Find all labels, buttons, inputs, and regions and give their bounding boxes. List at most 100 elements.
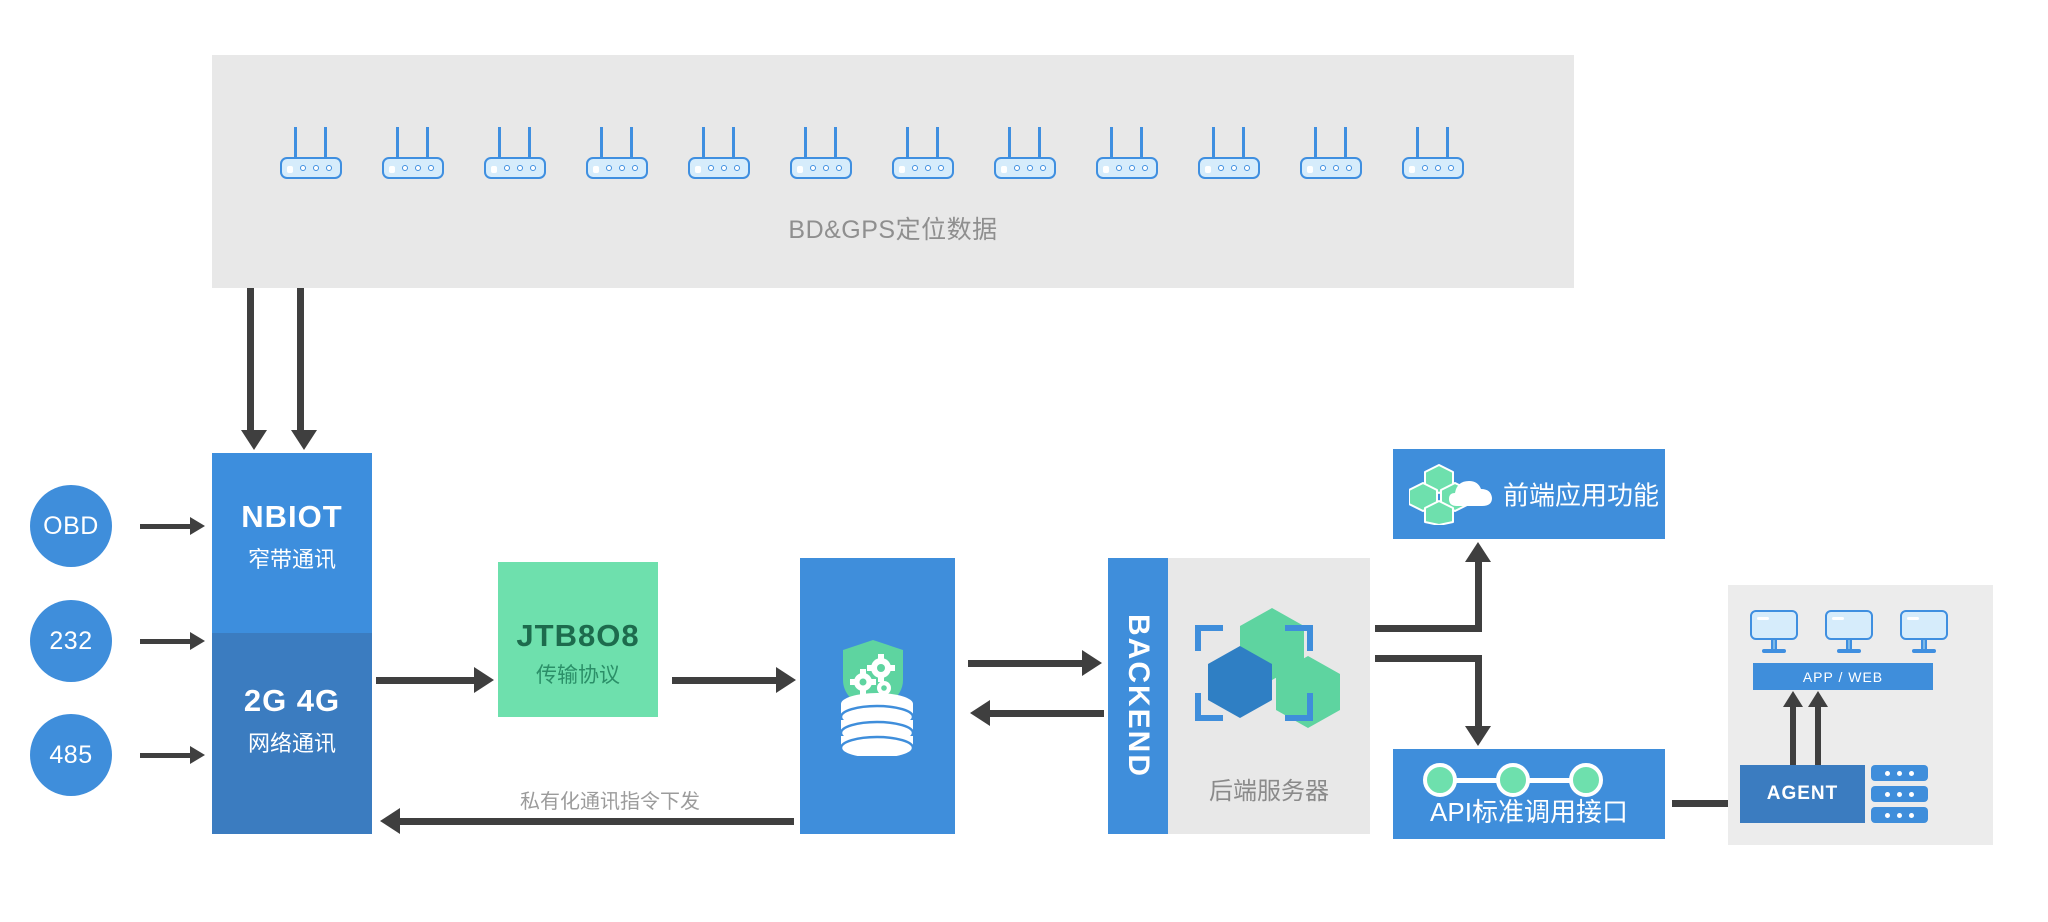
arrow-head-right — [190, 746, 205, 764]
router-antenna — [906, 127, 909, 159]
arrow-head-up — [1783, 691, 1803, 707]
input-node-obd[interactable]: OBD — [30, 485, 112, 567]
protocol-subtitle: 传输协议 — [536, 664, 620, 687]
arrow-shaft — [672, 677, 778, 684]
arrow-shaft — [247, 288, 254, 430]
router-ports — [300, 165, 332, 171]
monitor-base — [1762, 649, 1786, 653]
database-block[interactable] — [800, 558, 955, 834]
router-led — [1409, 165, 1415, 173]
arrow-head-right — [190, 517, 205, 535]
router-icon — [1096, 127, 1158, 179]
frontend-app-block[interactable]: 前端应用功能 — [1393, 449, 1665, 539]
router-antenna — [600, 127, 603, 159]
router-body — [586, 157, 648, 179]
router-ports — [708, 165, 740, 171]
protocol-block-jtb808[interactable]: JTB8O8 传输协议 — [498, 562, 658, 717]
chain-node — [1496, 763, 1530, 797]
router-icon — [1198, 127, 1260, 179]
arrow-shaft — [1672, 800, 1754, 807]
router-body — [892, 157, 954, 179]
arrow-head-down — [291, 430, 317, 450]
network-title: 2G 4G — [243, 683, 341, 718]
router-led — [491, 165, 497, 173]
backend-block[interactable]: BACKEND 后端服务器 — [1108, 558, 1370, 834]
monitor-neck — [1846, 640, 1852, 650]
router-antenna — [1038, 127, 1041, 159]
input-node-232[interactable]: 232 — [30, 600, 112, 682]
router-icon — [586, 127, 648, 179]
router-icon — [1402, 127, 1464, 179]
arrow-shaft — [297, 288, 304, 430]
router-antenna — [1344, 127, 1347, 159]
router-led — [1205, 165, 1211, 173]
router-icon — [892, 127, 954, 179]
arrow-shaft — [968, 660, 1084, 667]
router-led — [695, 165, 701, 173]
input-node-label: 232 — [49, 626, 93, 655]
arrow-head-right — [1082, 650, 1102, 676]
arrow-shaft — [140, 639, 192, 644]
nbiot-subtitle: 窄带通讯 — [247, 547, 336, 572]
router-antenna — [1314, 127, 1317, 159]
monitor-highlight — [1907, 617, 1919, 620]
router-icon — [994, 127, 1056, 179]
router-antenna — [936, 127, 939, 159]
connector-vertical — [1475, 655, 1482, 727]
database-shield-gears-icon — [827, 638, 927, 761]
router-body — [280, 157, 342, 179]
router-led — [1103, 165, 1109, 173]
frontend-label: 前端应用功能 — [1503, 480, 1660, 511]
router-ports — [606, 165, 638, 171]
api-block[interactable]: API标准调用接口 — [1393, 749, 1665, 839]
router-led — [1307, 165, 1313, 173]
arrow-shaft — [990, 710, 1104, 717]
router-icon — [688, 127, 750, 179]
router-ports — [1116, 165, 1148, 171]
terminal-block-nbiot[interactable]: NBIOT 窄带通讯 — [212, 453, 372, 633]
agent-label: AGENT — [1766, 783, 1839, 804]
router-antenna — [1212, 127, 1215, 159]
router-antenna — [804, 127, 807, 159]
router-body — [1096, 157, 1158, 179]
input-node-label: OBD — [43, 511, 99, 540]
protocol-title: JTB8O8 — [516, 618, 640, 653]
router-led — [1001, 165, 1007, 173]
input-node-label: 485 — [49, 740, 93, 769]
router-antenna — [1008, 127, 1011, 159]
agent-box[interactable]: AGENT — [1740, 765, 1865, 823]
satellite-data-band: BD&GPS定位数据 — [212, 55, 1574, 288]
backend-strip — [1108, 558, 1168, 834]
backend-label: 后端服务器 — [1209, 778, 1329, 805]
router-antenna — [1416, 127, 1419, 159]
router-body — [1300, 157, 1362, 179]
router-ports — [810, 165, 842, 171]
input-node-485[interactable]: 485 — [30, 714, 112, 796]
chain-node — [1423, 763, 1457, 797]
nbiot-title: NBIOT — [241, 499, 343, 534]
router-led — [797, 165, 803, 173]
router-icon — [280, 127, 342, 179]
monitor-base — [1837, 649, 1861, 653]
client-agent-panel: APP / WEB AGENT — [1728, 585, 1993, 845]
arrow-shaft — [140, 753, 192, 758]
router-antenna — [630, 127, 633, 159]
connector-horizontal — [1375, 625, 1482, 632]
arrow-head-right — [190, 632, 205, 650]
terminal-block-network[interactable]: 2G 4G 网络通讯 — [212, 633, 372, 834]
router-antenna — [396, 127, 399, 159]
router-led — [389, 165, 395, 173]
router-body — [484, 157, 546, 179]
router-led — [593, 165, 599, 173]
monitor-screen — [1900, 610, 1948, 640]
node-chain-icon — [1423, 763, 1603, 797]
connector-horizontal — [1375, 655, 1482, 662]
private-command-label: 私有化通讯指令下发 — [520, 791, 700, 813]
router-antenna — [1140, 127, 1143, 159]
arrow-head-right — [474, 667, 494, 693]
arrow-shaft — [400, 818, 794, 825]
app-web-bar[interactable]: APP / WEB — [1753, 663, 1933, 690]
monitor-screen — [1750, 610, 1798, 640]
cloud-cubes-icon — [1408, 463, 1499, 530]
